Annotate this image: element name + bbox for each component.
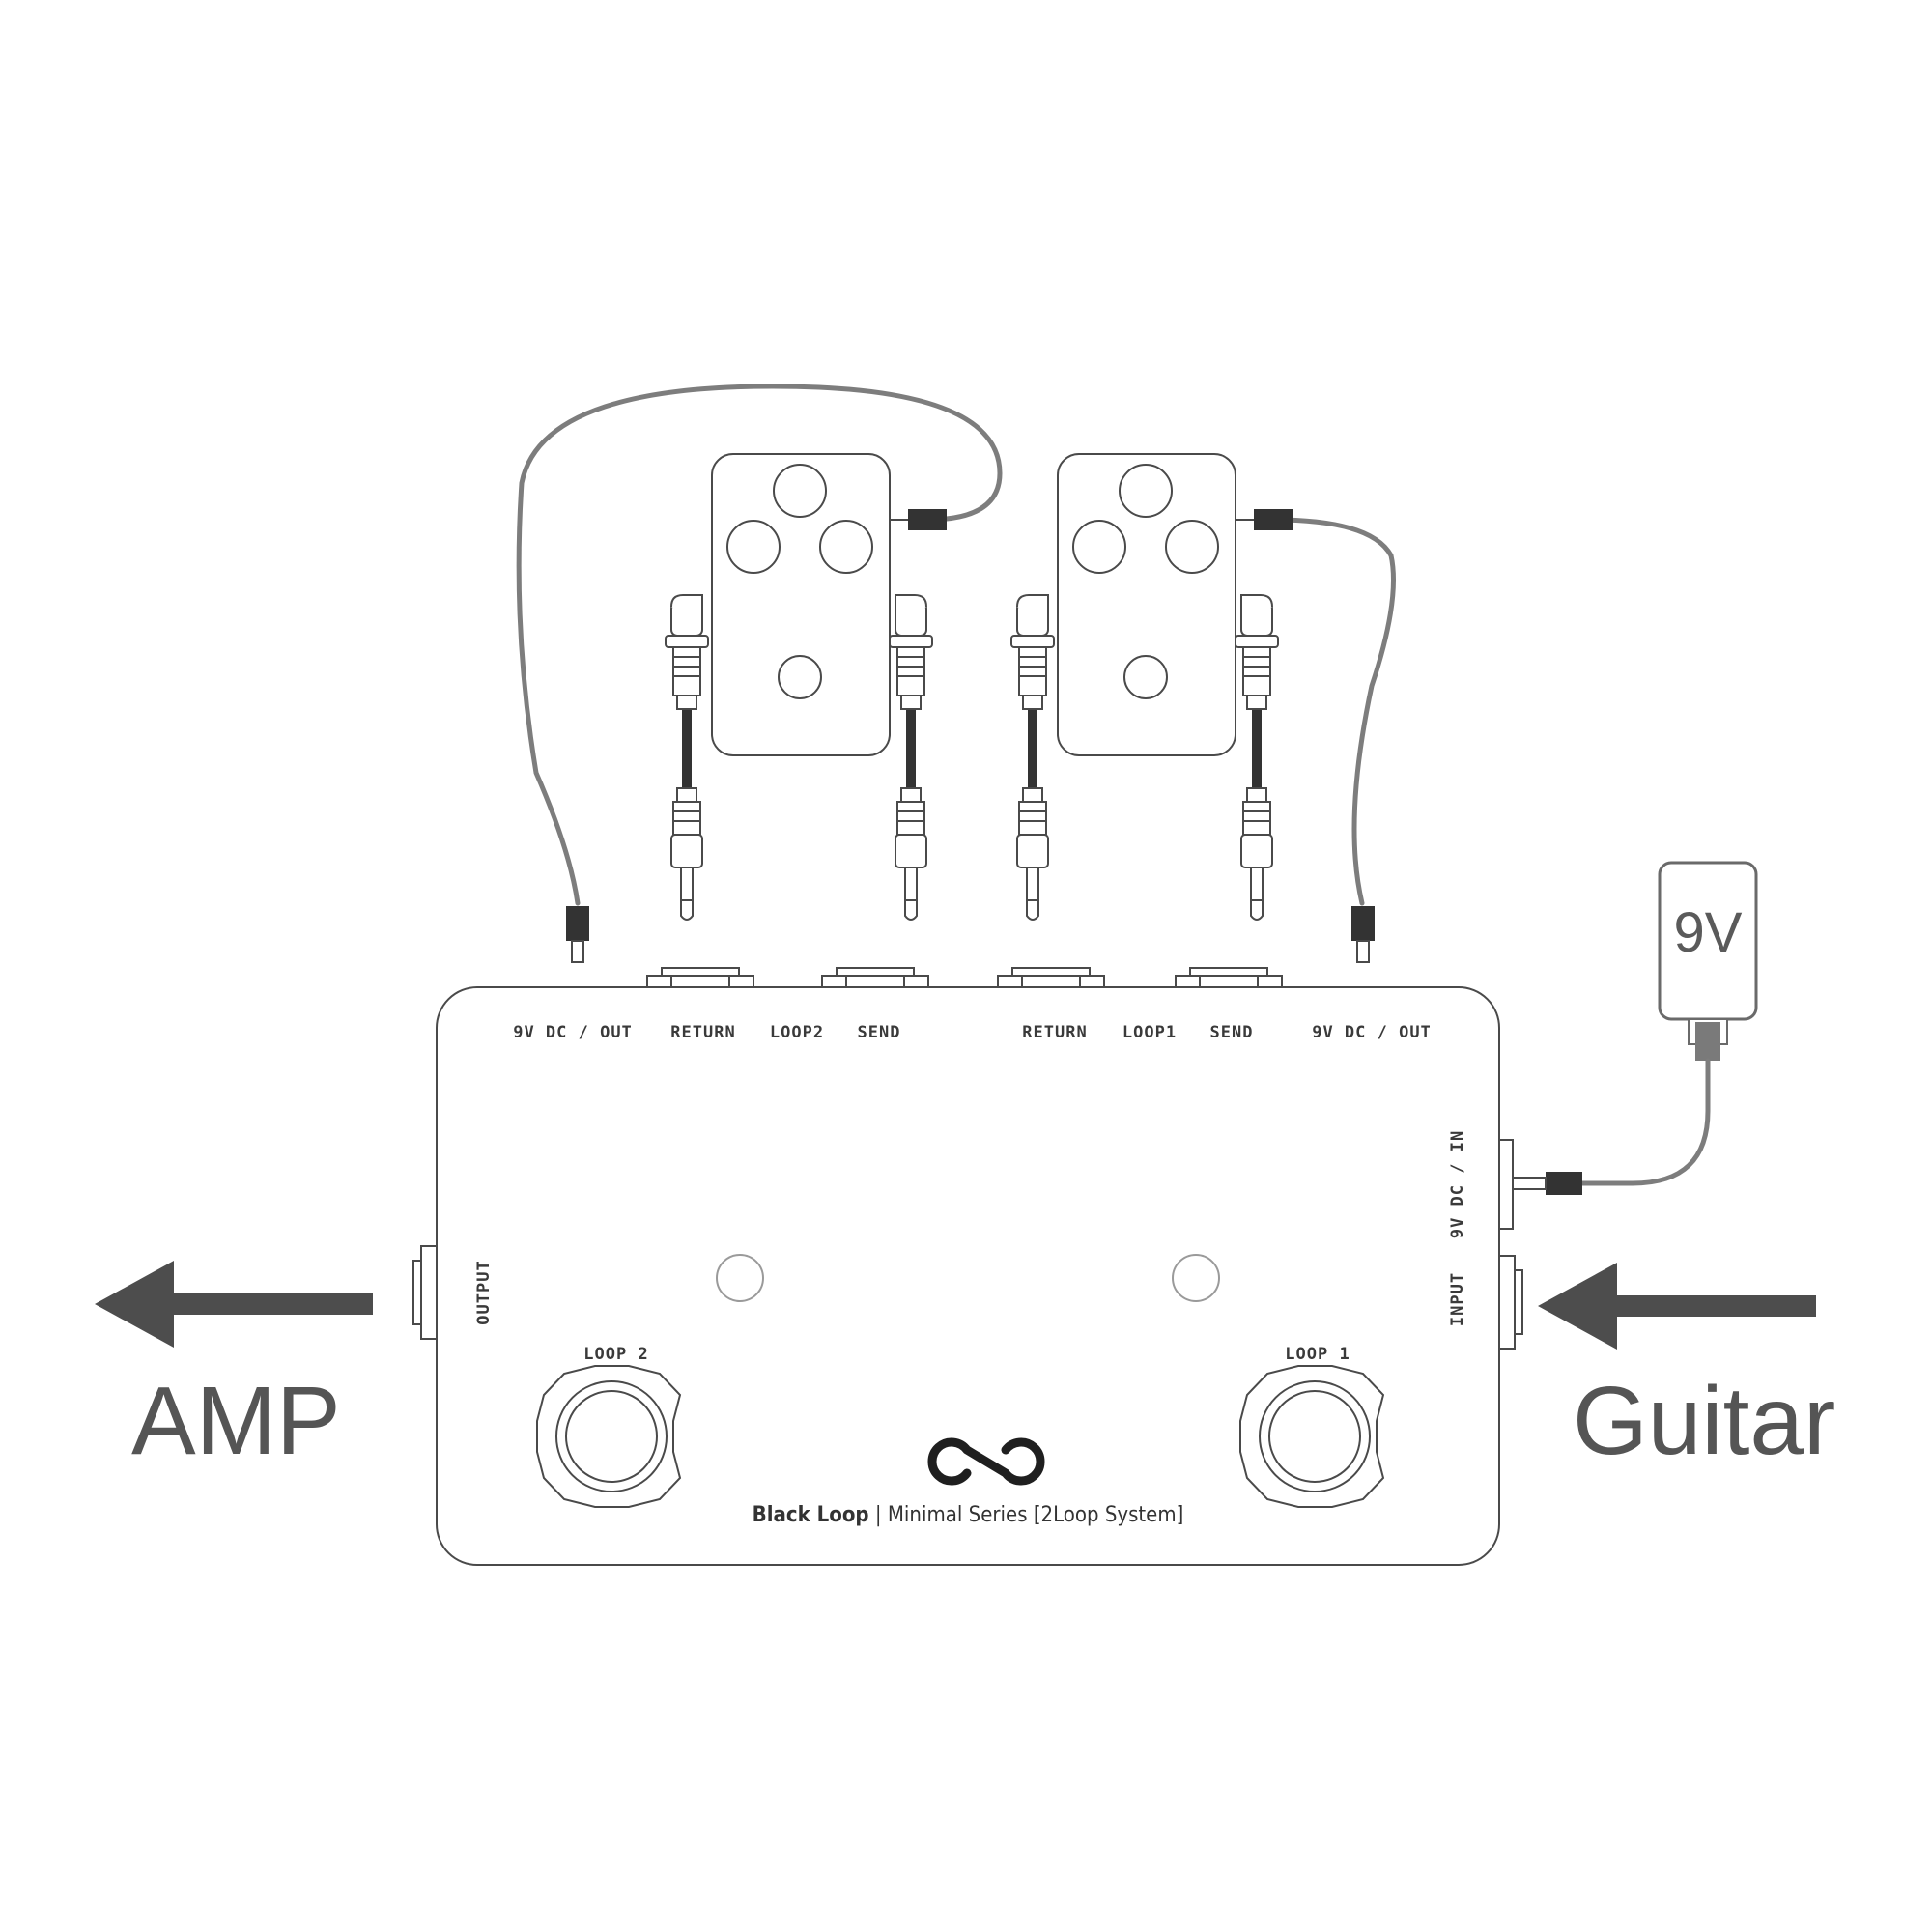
effect-pedal-1 (1057, 453, 1254, 756)
guitar-label: Guitar (1573, 1367, 1835, 1475)
label-return-loop1: RETURN (1022, 1023, 1087, 1042)
arrow-to-amp-icon (95, 1261, 373, 1348)
pedal2-knob-left (726, 520, 781, 574)
label-dc-out-right: 9V DC / OUT (1312, 1023, 1432, 1042)
pedal2-button (778, 655, 822, 699)
label-footswitch-loop1: LOOP 1 (1285, 1345, 1350, 1364)
patch-cable-return-loop2 (665, 594, 709, 921)
brand-logo-icon (927, 1437, 1045, 1486)
label-loop2: LOOP2 (770, 1023, 824, 1042)
dc-cable-right (1270, 517, 1396, 906)
pedal1-knob-right (1165, 520, 1219, 574)
pedal2-knob-right (819, 520, 873, 574)
dc-in-plug (1512, 1172, 1582, 1195)
label-send-loop1: SEND (1210, 1023, 1254, 1042)
patch-cable-send-loop1 (1235, 594, 1279, 921)
label-return-loop2: RETURN (670, 1023, 735, 1042)
footswitch-loop1[interactable] (1239, 1365, 1385, 1508)
brand-separator: | (869, 1503, 888, 1527)
input-jack (1498, 1255, 1523, 1350)
pedal1-knob-top (1119, 464, 1173, 518)
jack-return-loop1 (997, 967, 1105, 988)
arrow-from-guitar-icon (1538, 1263, 1816, 1350)
power-supply: 9V (1658, 861, 1758, 1061)
label-send-loop2: SEND (858, 1023, 901, 1042)
output-jack (412, 1245, 438, 1340)
brand-series: Minimal Series [2Loop System] (888, 1503, 1184, 1527)
footswitch-loop2[interactable] (536, 1365, 682, 1508)
label-dc-in: 9V DC / IN (1448, 1130, 1467, 1238)
dc-cable-left (516, 384, 1003, 906)
dc-plug-pedal2 (908, 509, 947, 530)
led-loop1 (1172, 1254, 1220, 1302)
brand-line: Black Loop | Minimal Series [2Loop Syste… (753, 1503, 1184, 1527)
jack-send-loop2 (821, 967, 929, 988)
label-loop1: LOOP1 (1122, 1023, 1177, 1042)
jack-return-loop2 (646, 967, 754, 988)
amp-label: AMP (131, 1367, 341, 1475)
label-output: OUTPUT (474, 1260, 494, 1324)
pedal1-button (1123, 655, 1168, 699)
effect-pedal-2 (711, 453, 908, 756)
power-supply-cable (1579, 1058, 1711, 1186)
dc-in-jack (1498, 1139, 1514, 1230)
led-loop2 (716, 1254, 764, 1302)
patch-cable-send-loop2 (889, 594, 933, 921)
brand-name: Black Loop (753, 1503, 869, 1527)
label-input: INPUT (1448, 1272, 1467, 1326)
power-supply-label: 9V (1674, 901, 1743, 964)
label-footswitch-loop2: LOOP 2 (583, 1345, 648, 1364)
patch-cable-return-loop1 (1010, 594, 1055, 921)
dc-plug-pedal1 (1254, 509, 1293, 530)
label-dc-out-left: 9V DC / OUT (513, 1023, 633, 1042)
jack-send-loop1 (1175, 967, 1283, 988)
pedal2-knob-top (773, 464, 827, 518)
pedal1-knob-left (1072, 520, 1126, 574)
